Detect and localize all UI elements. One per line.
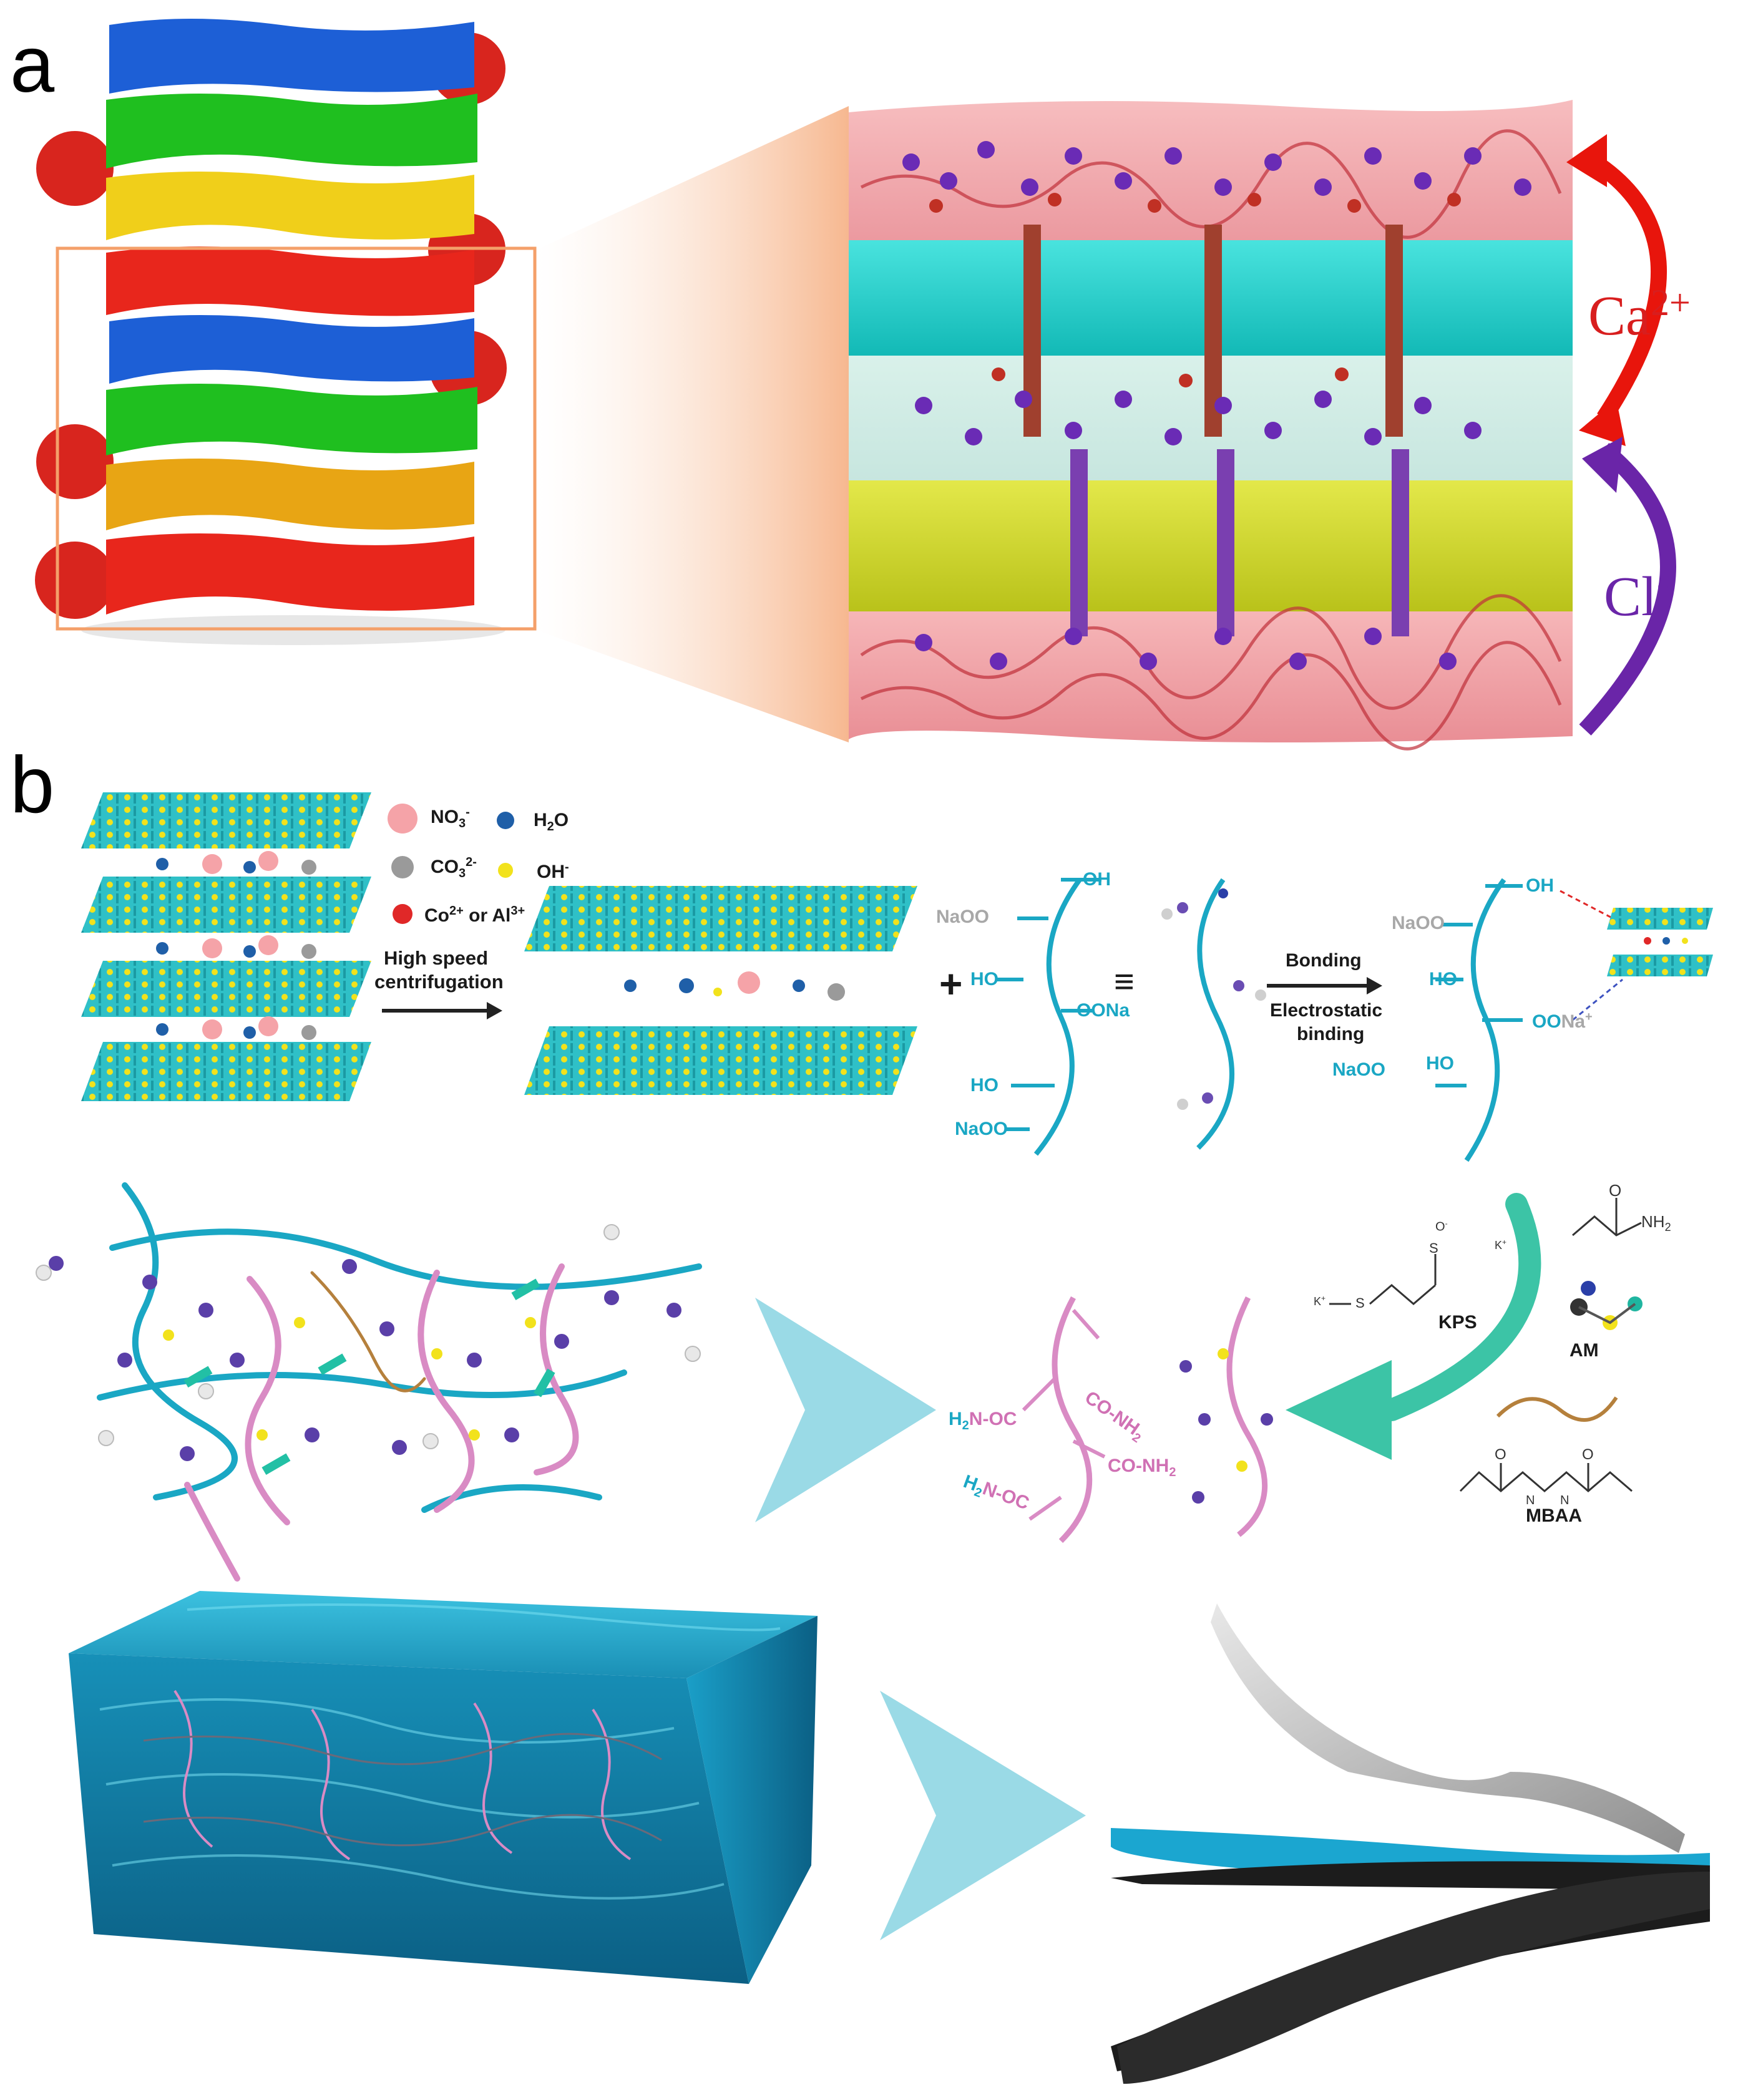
legend-h2o: H2O [534, 810, 569, 834]
kps-k-right: K+ [1495, 1238, 1507, 1252]
mbaa-label: MBAA [1526, 1505, 1582, 1526]
mbaa-o-2: O [1582, 1446, 1594, 1463]
mbaa-o-1: O [1495, 1446, 1506, 1463]
hydrogel-block [69, 1591, 818, 1984]
hydrogel-devices [69, 1591, 1710, 2084]
plus-sign: + [939, 961, 963, 1006]
electrostatic-label-1: Electrostatic [1270, 1000, 1383, 1021]
ion-label-cl: Cl- [1604, 563, 1670, 628]
chevron-arrow-1 [755, 1298, 936, 1522]
mbaa-n-1: N [1526, 1494, 1535, 1507]
chevron-arrow-2 [880, 1691, 1086, 1940]
kps-k-left: K+ [1314, 1294, 1326, 1308]
bonded-naoo-bottom: NaOO [1332, 1059, 1386, 1080]
bonding-label: Bonding [1286, 950, 1362, 971]
polymer-oh: OH [1083, 869, 1111, 890]
ion-label-ca: Ca2+ [1588, 282, 1691, 347]
ca-arrow [1581, 148, 1667, 423]
reagent-arrow [1380, 1193, 1541, 1421]
panel-a-illustration [35, 19, 1676, 751]
zoom-beam [537, 106, 849, 742]
polymer-naoo-top: NaOO [936, 907, 990, 927]
legend-oh: OH- [537, 860, 569, 882]
cl-arrow [1579, 442, 1676, 736]
polymer-ho-1: HO [970, 969, 998, 989]
polymer-oona: OONa [1077, 1000, 1130, 1021]
electrostatic-label-2: binding [1297, 1024, 1365, 1044]
polymer-ho-2: HO [970, 1075, 998, 1096]
legend-metal: Co2+ or Al3+ [424, 904, 525, 926]
bonded-naoo-top: NaOO [1392, 913, 1445, 933]
pam-h2n-oc-1: H2N-OC [949, 1409, 1017, 1432]
layer-stack [35, 19, 507, 645]
kps-o-minus: O- [1435, 1219, 1448, 1234]
kps-s-1: S [1355, 1295, 1365, 1311]
equivalent-sign: ≡ [1114, 961, 1135, 1001]
hydrogel-network [36, 1182, 1643, 1582]
step-centrifugation-line1: High speed [384, 947, 489, 969]
step-centrifugation-line2: centrifugation [374, 971, 504, 993]
kps-label: KPS [1438, 1312, 1477, 1333]
bonded-ho-1: HO [1429, 969, 1457, 989]
bonded-oh: OH [1526, 875, 1554, 896]
zoom-box [56, 246, 537, 631]
kps-s-2: S [1429, 1240, 1438, 1256]
am-o: O [1609, 1181, 1622, 1200]
electrode-device [1111, 1603, 1710, 2084]
polymer-naoo-bottom: NaOO [955, 1119, 1008, 1139]
panel-label-a: a [10, 20, 55, 109]
ldh-sheets [81, 792, 1713, 1162]
am-nh2: NH2 [1641, 1212, 1671, 1234]
pam-co-nh2-2: CO-NH2 [1108, 1456, 1176, 1479]
zoomed-block [849, 100, 1573, 751]
am-label: AM [1570, 1340, 1599, 1361]
bonded-oo-na: OONa+ [1532, 1010, 1593, 1032]
mbaa-n-2: N [1560, 1494, 1570, 1507]
legend-co3: CO32- [431, 855, 477, 880]
panel-label-b: b [10, 741, 55, 830]
legend-no3: NO3- [431, 805, 470, 830]
bonded-ho-2: HO [1426, 1053, 1454, 1074]
